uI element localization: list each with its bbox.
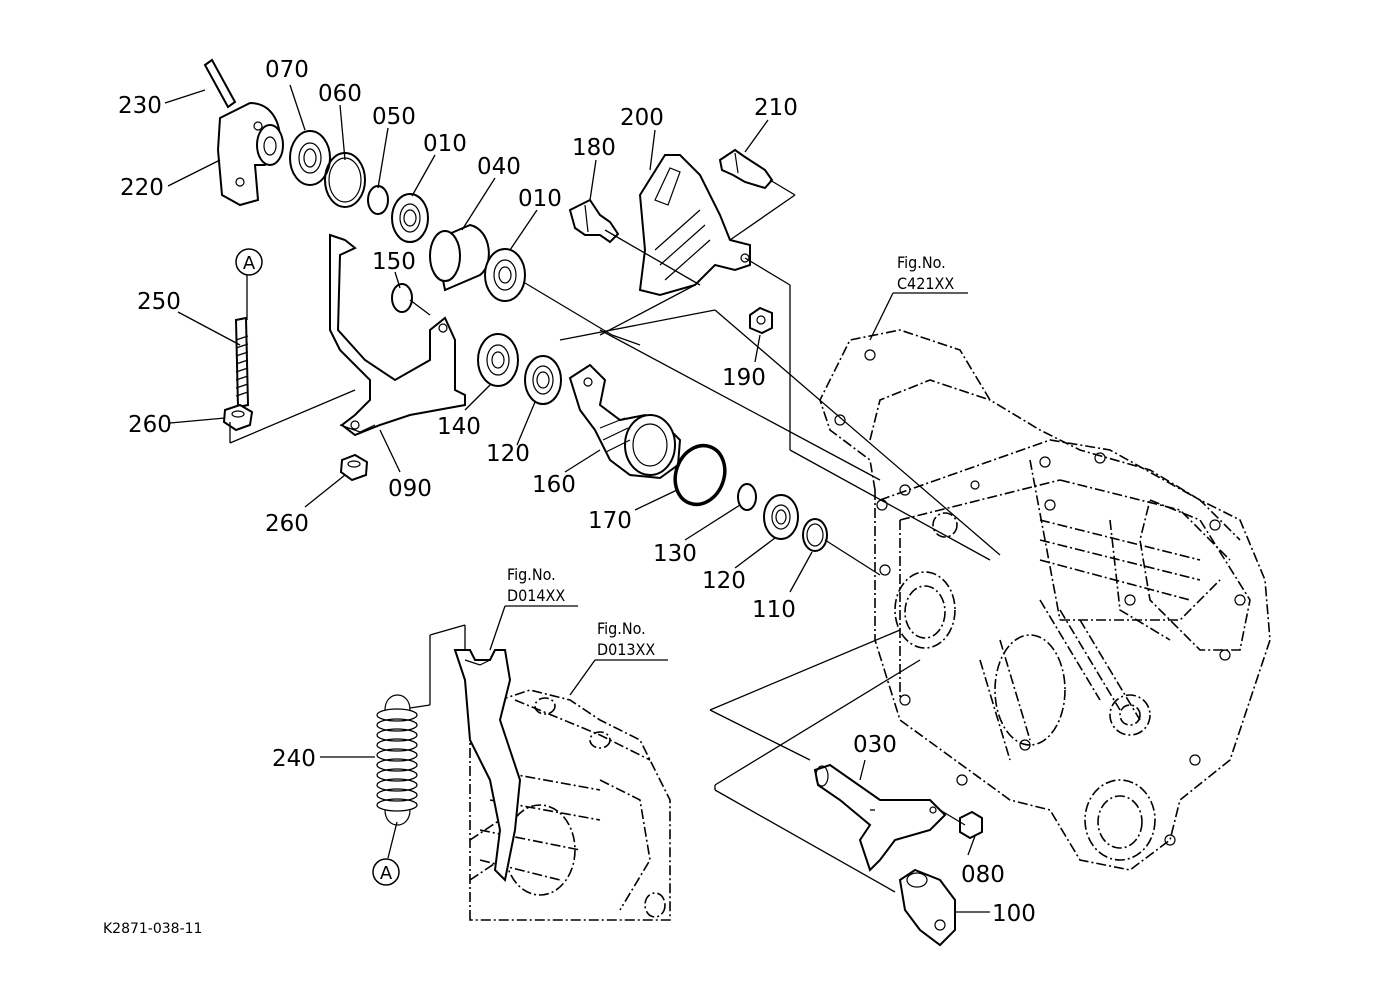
label-260-upper: 260 — [128, 412, 172, 438]
part-260-nut-upper — [222, 403, 254, 432]
part-210-bolt — [718, 148, 774, 190]
label-260-lower: 260 — [265, 511, 309, 537]
part-labels: 230 070 060 050 010 040 010 180 200 210 … — [118, 57, 1036, 927]
part-230-pin — [203, 58, 237, 109]
label-210: 210 — [754, 95, 798, 121]
label-140: 140 — [437, 414, 481, 440]
label-180: 180 — [572, 135, 616, 161]
label-100: 100 — [992, 901, 1036, 927]
part-100-arm — [898, 868, 956, 947]
part-140-bearing — [477, 333, 519, 387]
part-240-spring — [376, 694, 418, 826]
part-220-arm — [216, 101, 284, 207]
part-170-o-ring — [673, 443, 727, 507]
part-070-bearing — [289, 130, 331, 186]
part-120-bearing-lower — [763, 494, 799, 540]
fig-ref-d013xx: Fig.No. D013XX — [597, 619, 655, 659]
part-030-shaft — [813, 763, 947, 872]
label-230: 230 — [118, 93, 162, 119]
fig-ref-d014xx: Fig.No. D014XX — [507, 565, 565, 605]
drawing-code: K2871-038-11 — [103, 921, 202, 937]
marker-a-bottom: A — [372, 858, 400, 886]
svg-text:A: A — [243, 253, 256, 274]
label-170: 170 — [588, 508, 632, 534]
label-060: 060 — [318, 81, 362, 107]
label-090: 090 — [388, 476, 432, 502]
marker-a-top: A — [235, 248, 263, 276]
svg-text:Fig.No.: Fig.No. — [507, 565, 556, 584]
part-010-bearing-upper — [391, 193, 429, 243]
label-010-upper: 010 — [423, 131, 467, 157]
label-040: 040 — [477, 154, 521, 180]
leader-lines — [164, 84, 1001, 913]
part-250-stud — [234, 316, 250, 409]
svg-text:A: A — [380, 863, 393, 884]
label-120-lower: 120 — [702, 568, 746, 594]
svg-text:D013XX: D013XX — [597, 640, 655, 659]
label-070: 070 — [265, 57, 309, 83]
part-160-release-hub — [568, 363, 682, 480]
part-080-nut — [959, 810, 983, 840]
svg-text:D014XX: D014XX — [507, 586, 565, 605]
part-180-bolt — [568, 198, 620, 244]
part-040-bush — [429, 223, 490, 292]
label-250: 250 — [137, 289, 181, 315]
svg-text:Fig.No.: Fig.No. — [597, 619, 646, 638]
part-060-circlip — [324, 152, 366, 208]
label-110: 110 — [752, 597, 796, 623]
case-section-d013xx — [453, 649, 671, 921]
part-260-nut-lower — [339, 453, 369, 482]
fig-ref-c421xx: Fig.No. C421XX — [897, 253, 954, 293]
transmission-case-c421xx — [819, 329, 1271, 871]
part-050-snap-ring — [367, 185, 389, 215]
label-220: 220 — [120, 175, 164, 201]
svg-text:Fig.No.: Fig.No. — [897, 253, 946, 272]
label-190: 190 — [722, 365, 766, 391]
part-120-bearing-upper — [524, 355, 562, 405]
part-090-lever — [329, 233, 466, 437]
svg-text:C421XX: C421XX — [897, 274, 954, 293]
label-200: 200 — [620, 105, 664, 131]
label-120-upper: 120 — [486, 441, 530, 467]
label-130: 130 — [653, 541, 697, 567]
part-200-bracket — [638, 154, 751, 297]
part-110-washer — [802, 518, 828, 552]
label-160: 160 — [532, 472, 576, 498]
part-130-snap-ring — [737, 483, 757, 511]
label-150: 150 — [372, 249, 416, 275]
label-080: 080 — [961, 862, 1005, 888]
label-240: 240 — [272, 746, 316, 772]
label-050: 050 — [372, 104, 416, 130]
part-150-ring — [391, 283, 413, 313]
part-190-nut — [749, 306, 773, 335]
part-010-bearing-lower — [484, 248, 526, 302]
label-010-lower: 010 — [518, 186, 562, 212]
label-030: 030 — [853, 732, 897, 758]
